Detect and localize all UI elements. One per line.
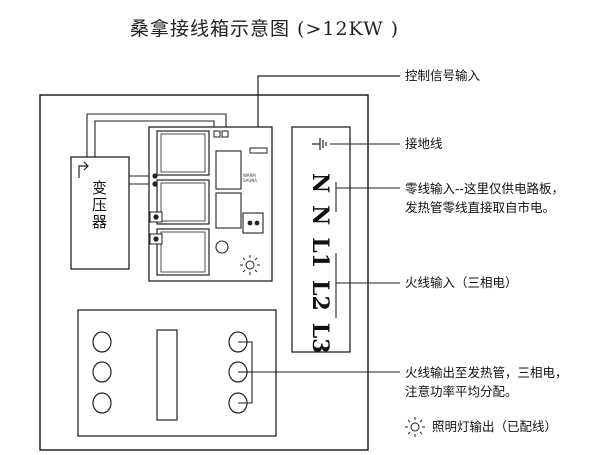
- heater-terminal-left-1: [92, 331, 112, 353]
- chip-label-sauna: SAUNA: [243, 178, 257, 183]
- lighting-sun-icon: [405, 417, 425, 437]
- transformer-box: [70, 156, 130, 270]
- chip-label-warm: WARM: [243, 173, 256, 178]
- control-signal-label: 控制信号输入: [405, 68, 481, 83]
- terminal-label-n2: N: [307, 205, 333, 226]
- heater-terminal-left-2: [92, 361, 112, 383]
- sun-icon: [240, 255, 260, 275]
- heater-label-line-2: 注意功率平均分配。: [405, 384, 518, 399]
- terminal-label-n1: N: [307, 173, 333, 194]
- terminal-labels: N N L1 L2 L3: [307, 173, 333, 354]
- heater-label: 火线输出至发热管，三相电， 注意功率平均分配。: [405, 363, 568, 401]
- ground-label: 接地线: [405, 136, 443, 151]
- transformer-wire-b: [94, 120, 215, 157]
- neutral-label: 零线输入--这里仅供电路板， 发热管零线直接取自市电。: [405, 179, 564, 217]
- terminal-label-l1: L1: [307, 237, 333, 268]
- relay-3: [156, 228, 210, 276]
- transformer-label: 变压器: [90, 180, 108, 231]
- neutral-label-line-1: 零线输入--这里仅供电路板，: [405, 181, 565, 196]
- relay-2: [156, 179, 210, 225]
- heater-terminal-left-3: [92, 392, 112, 414]
- diagram-title: 桑拿接线箱示意图 (>12KW ): [130, 18, 400, 40]
- terminal-block: [291, 126, 351, 353]
- neutral-label-line-2: 发热管零线直接取自市电。: [405, 200, 556, 215]
- board-connector: [242, 212, 264, 234]
- lighting-label: 照明灯输出（已配线）: [432, 419, 558, 434]
- heater-center-bar: [156, 329, 178, 421]
- transformer-wire-a: [86, 113, 227, 157]
- enclosure-box: [39, 94, 369, 451]
- heater-label-line-1: 火线输出至发热管，三相电，: [405, 365, 568, 380]
- ground-symbol-icon: [312, 138, 327, 150]
- transformer-arrow-icon: [78, 161, 89, 178]
- relay-1: [156, 130, 210, 176]
- terminal-label-l2: L2: [307, 280, 333, 311]
- board-chip-2: [215, 192, 242, 229]
- board-chip: [215, 150, 242, 190]
- live-label: 火线输入（三相电）: [405, 275, 518, 290]
- terminal-label-l3: L3: [307, 322, 333, 354]
